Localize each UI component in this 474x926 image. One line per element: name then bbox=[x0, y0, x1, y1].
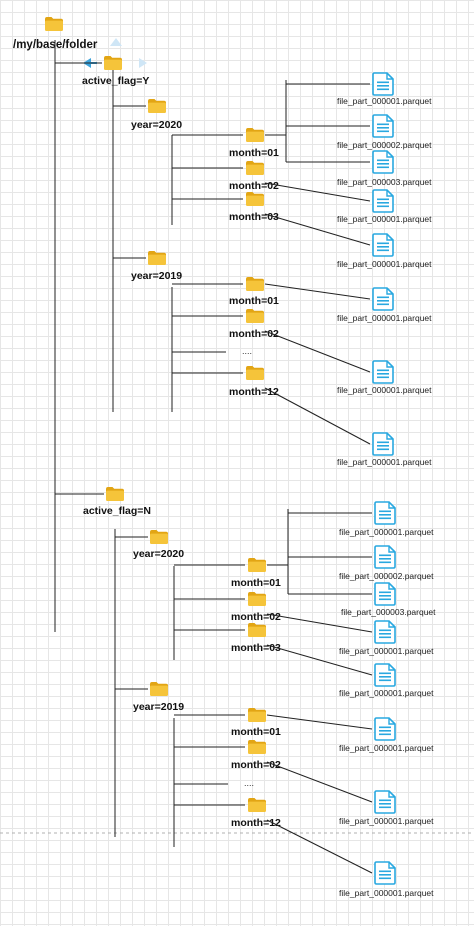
file-icon[interactable] bbox=[374, 620, 396, 644]
folder-icon[interactable] bbox=[45, 17, 63, 31]
month-label: month=03 bbox=[231, 642, 281, 654]
year-folder-icon[interactable] bbox=[148, 251, 166, 265]
file-connector bbox=[264, 330, 371, 373]
month-folder-icon[interactable] bbox=[248, 592, 266, 606]
file-label: file_part_000001.parquet bbox=[337, 259, 432, 269]
month-folder-icon[interactable] bbox=[248, 558, 266, 572]
file-icon[interactable] bbox=[374, 545, 396, 569]
partition-folder-icon[interactable] bbox=[106, 487, 124, 501]
month-label: month=01 bbox=[231, 726, 281, 738]
file-label: file_part_000002.parquet bbox=[337, 140, 432, 150]
month-folder-icon[interactable] bbox=[246, 277, 264, 291]
file-label: file_part_000001.parquet bbox=[337, 457, 432, 467]
partition-folder-icon[interactable] bbox=[104, 56, 122, 70]
file-connector bbox=[264, 182, 371, 202]
year-label: year=2019 bbox=[131, 270, 182, 282]
month-label: month=02 bbox=[229, 180, 279, 192]
file-icon[interactable] bbox=[372, 233, 394, 257]
file-label: file_part_000003.parquet bbox=[341, 607, 436, 617]
file-label: file_part_000001.parquet bbox=[337, 313, 432, 323]
month-folder-icon[interactable] bbox=[246, 309, 264, 323]
year-label: year=2020 bbox=[131, 119, 182, 131]
file-icon[interactable] bbox=[374, 501, 396, 525]
month-folder-icon[interactable] bbox=[246, 128, 264, 142]
file-label: file_part_000001.parquet bbox=[337, 96, 432, 106]
file-icon[interactable] bbox=[372, 189, 394, 213]
file-icon[interactable] bbox=[372, 287, 394, 311]
file-icon[interactable] bbox=[374, 717, 396, 741]
month-folder-icon[interactable] bbox=[246, 192, 264, 206]
file-connector bbox=[264, 283, 371, 300]
file-icon[interactable] bbox=[372, 360, 394, 384]
month-label: month=02 bbox=[231, 611, 281, 623]
month-label: month=01 bbox=[229, 147, 279, 159]
file-label: file_part_000001.parquet bbox=[337, 385, 432, 395]
year-label: year=2019 bbox=[133, 701, 184, 713]
month-label: month=12 bbox=[231, 817, 281, 829]
file-label: file_part_000001.parquet bbox=[339, 527, 434, 537]
year-folder-icon[interactable] bbox=[148, 99, 166, 113]
file-label: file_part_000001.parquet bbox=[337, 214, 432, 224]
month-label: month=01 bbox=[231, 577, 281, 589]
month-folder-icon[interactable] bbox=[248, 740, 266, 754]
year-folder-icon[interactable] bbox=[150, 530, 168, 544]
month-label: month=01 bbox=[229, 295, 279, 307]
arrow-right-icon[interactable] bbox=[139, 58, 147, 68]
month-folder-icon[interactable] bbox=[248, 798, 266, 812]
file-label: file_part_000003.parquet bbox=[337, 177, 432, 187]
file-icon[interactable] bbox=[374, 790, 396, 814]
file-label: file_part_000001.parquet bbox=[339, 743, 434, 753]
month-label: month=02 bbox=[231, 759, 281, 771]
month-folder-icon[interactable] bbox=[248, 708, 266, 722]
file-connector bbox=[266, 644, 373, 676]
file-icon[interactable] bbox=[374, 861, 396, 885]
file-label: file_part_000001.parquet bbox=[339, 816, 434, 826]
partition-label: active_flag=Y bbox=[82, 75, 149, 87]
month-folder-icon[interactable] bbox=[248, 623, 266, 637]
file-label: file_part_000001.parquet bbox=[339, 888, 434, 898]
partition-label: active_flag=N bbox=[83, 505, 151, 517]
file-connector bbox=[266, 714, 373, 730]
file-label: file_part_000001.parquet bbox=[339, 646, 434, 656]
month-label: month=02 bbox=[229, 328, 279, 340]
file-icon[interactable] bbox=[372, 432, 394, 456]
month-label: month=03 bbox=[229, 211, 279, 223]
year-label: year=2020 bbox=[133, 548, 184, 560]
year-folder-icon[interactable] bbox=[150, 682, 168, 696]
file-connector bbox=[266, 613, 373, 633]
month-folder-icon[interactable] bbox=[246, 161, 264, 175]
file-icon[interactable] bbox=[372, 72, 394, 96]
ellipsis-label: .... bbox=[244, 778, 254, 788]
file-connector bbox=[266, 761, 373, 803]
ellipsis-label: .... bbox=[242, 346, 252, 356]
file-connector bbox=[264, 213, 371, 246]
file-icon[interactable] bbox=[374, 663, 396, 687]
file-icon[interactable] bbox=[372, 114, 394, 138]
tree: active_flag=Y year=2020 month=01 file_part_… bbox=[54, 40, 436, 898]
file-connector bbox=[266, 819, 373, 874]
file-connector bbox=[264, 387, 371, 445]
file-label: file_part_000002.parquet bbox=[339, 571, 434, 581]
file-icon[interactable] bbox=[372, 150, 394, 174]
file-icon[interactable] bbox=[374, 582, 396, 606]
file-label: file_part_000001.parquet bbox=[339, 688, 434, 698]
arrow-up-icon[interactable] bbox=[110, 38, 122, 46]
month-folder-icon[interactable] bbox=[246, 366, 264, 380]
